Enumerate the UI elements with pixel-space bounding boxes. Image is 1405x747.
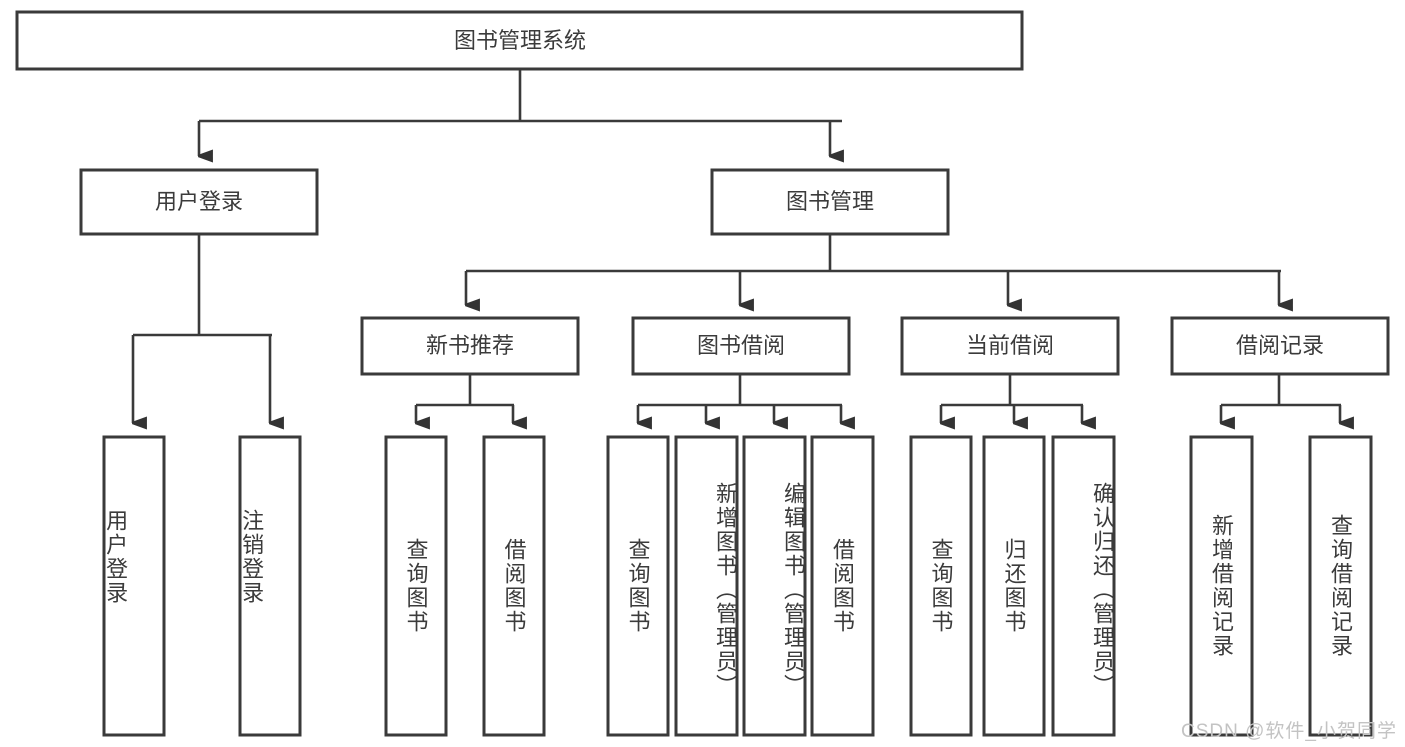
node-book-borrow[interactable]: 图书借阅: [631, 316, 851, 376]
leaf-box-query-book-3[interactable]: [909, 435, 973, 737]
leaf-box-add-book[interactable]: [674, 435, 739, 737]
leaf-boxes: [102, 435, 1373, 737]
leaf-box-query-record[interactable]: [1308, 435, 1373, 737]
leaf-box-edit-book[interactable]: [742, 435, 807, 737]
leaf-box-query-book-2[interactable]: [606, 435, 670, 737]
leaf-box-add-record[interactable]: [1189, 435, 1254, 737]
connector-borrowrecord-to-leaves: [1219, 374, 1354, 430]
leaf-box-query-book-1[interactable]: [384, 435, 448, 737]
node-new-book-rec-label: 新书推荐: [426, 333, 514, 358]
node-user-login[interactable]: 用户登录: [79, 168, 319, 236]
node-borrow-record-label: 借阅记录: [1236, 333, 1324, 358]
connector-userlogin-to-leaves: [131, 234, 284, 430]
node-current-borrow[interactable]: 当前借阅: [900, 316, 1120, 376]
node-book-manage-label: 图书管理: [786, 189, 874, 214]
node-root[interactable]: 图书管理系统: [15, 10, 1024, 71]
node-user-login-label: 用户登录: [155, 189, 243, 214]
node-book-borrow-label: 图书借阅: [697, 333, 785, 358]
connector-root-to-level2: [197, 69, 844, 163]
node-new-book-rec[interactable]: 新书推荐: [360, 316, 580, 376]
connector-bookmanage-to-level3: [464, 234, 1293, 312]
leaf-box-confirm-return[interactable]: [1051, 435, 1116, 737]
connector-bookborrow-to-leaves: [636, 374, 855, 430]
leaf-box-borrow-book-1[interactable]: [482, 435, 546, 737]
leaf-box-user-login[interactable]: [102, 435, 166, 737]
connector-currentborrow-to-leaves: [939, 374, 1096, 430]
watermark: CSDN @软件_小贺同学: [1181, 721, 1397, 742]
node-current-borrow-label: 当前借阅: [966, 333, 1054, 358]
node-book-manage[interactable]: 图书管理: [710, 168, 950, 236]
leaf-box-borrow-book-2[interactable]: [810, 435, 875, 737]
node-root-label: 图书管理系统: [454, 28, 586, 53]
leaf-box-logout[interactable]: [238, 435, 302, 737]
connector-newbook-to-leaves: [414, 374, 527, 430]
leaf-box-return-book[interactable]: [982, 435, 1046, 737]
node-borrow-record[interactable]: 借阅记录: [1170, 316, 1390, 376]
